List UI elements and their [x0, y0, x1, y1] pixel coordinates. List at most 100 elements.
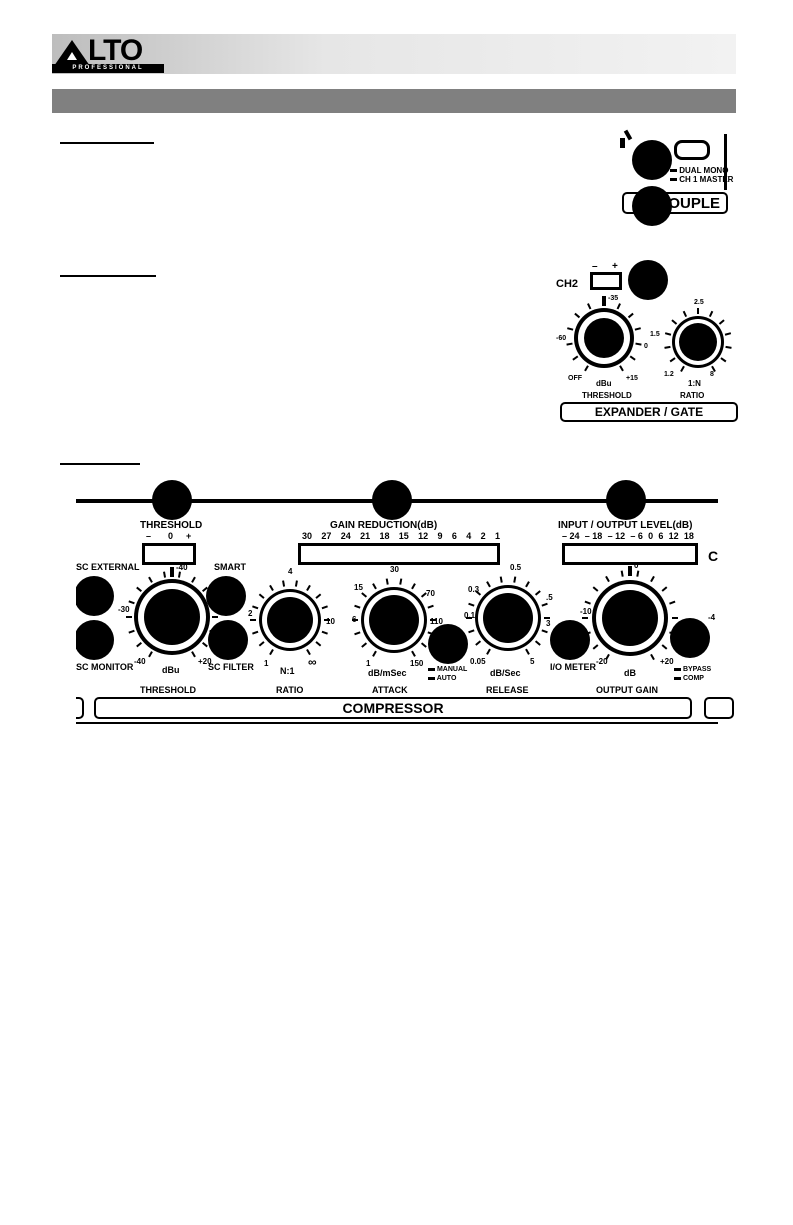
- expander-ratio-tick-label: 1.5: [650, 331, 660, 338]
- gain-reduction-tick: 9: [437, 531, 443, 541]
- alto-logo: LTO PROFESSIONAL: [52, 34, 164, 74]
- comp-marker: [674, 676, 681, 680]
- output-gain-knob-tick: -10: [580, 607, 592, 616]
- couple-label: COUPLE: [657, 195, 720, 212]
- release-knob-tick: .5: [546, 593, 553, 602]
- threshold-knob[interactable]: [126, 567, 218, 658]
- gain-reduction-label: GAIN REDUCTION(dB): [330, 520, 438, 531]
- expander-threshold-unit: dBu: [596, 379, 612, 388]
- attack-knob-tick: 30: [390, 565, 399, 574]
- couple-switch[interactable]: [674, 140, 710, 160]
- output-gain-knob-tick: -20: [596, 657, 608, 666]
- callout-marker: [628, 260, 668, 300]
- sc-external-label: SC EXTERNAL: [76, 562, 140, 572]
- expander-ratio-tick-label: 1.2: [664, 371, 674, 378]
- sc-filter-label: SC FILTER: [208, 662, 254, 672]
- io-meter-label: I/O METER: [550, 662, 597, 672]
- compressor-left-stub: [76, 697, 84, 719]
- couple-divider: [724, 134, 727, 190]
- ch2-label: CH2: [556, 278, 579, 290]
- ch1-master-marker: [670, 178, 677, 182]
- ratio-knob-tick: 10: [326, 617, 335, 626]
- callout-marker: [428, 624, 468, 664]
- gain-reduction-tick: 30: [302, 531, 313, 541]
- gain-reduction-tick: 18: [379, 531, 390, 541]
- bypass-label: BYPASS: [674, 666, 711, 673]
- ratio-knob-tick: ∞: [308, 655, 317, 669]
- io-level-tick: 18: [683, 531, 694, 541]
- gain-reduction-tick: 24: [340, 531, 351, 541]
- threshold-meter-label: THRESHOLD: [140, 520, 203, 531]
- section-bar: [52, 89, 736, 113]
- expander-threshold-tick-label: 0: [644, 343, 648, 350]
- bypass-marker: [674, 667, 681, 671]
- release-knob[interactable]: [466, 576, 550, 655]
- io-level-tick: – 12: [607, 531, 626, 541]
- header-band: [52, 34, 736, 74]
- callout-marker: [76, 576, 114, 616]
- gain-reduction-tick: 1: [494, 531, 500, 541]
- attack-knob-tick: 6: [352, 615, 357, 624]
- release-knob-tick: 3: [546, 619, 551, 628]
- expander-threshold-tick-label: -35: [608, 295, 618, 302]
- io-level-scale: – 24 – 18 – 12 – 6 0 6 12 18: [562, 531, 694, 541]
- release-knob-tick: 0.3: [468, 585, 480, 594]
- expander-threshold-ticks: -35 -60 0 OFF +15 dBu THRESHOLD: [556, 295, 648, 400]
- output-gain-knob-label: OUTPUT GAIN: [596, 685, 658, 695]
- attack-knob-tick: 70: [426, 589, 435, 598]
- expander-threshold-tick-label: +15: [626, 375, 638, 382]
- attack-knob[interactable]: [352, 578, 436, 657]
- output-gain-knob[interactable]: [582, 566, 678, 661]
- manual-label: MANUAL: [428, 666, 467, 673]
- io-level-tick: 6: [658, 531, 664, 541]
- threshold-meter-tick: +: [186, 531, 192, 541]
- gain-reduction-tick: 2: [480, 531, 486, 541]
- expander-gate-label: EXPANDER / GATE: [594, 405, 704, 419]
- threshold-knob-tick: -40: [134, 657, 146, 666]
- io-level-tick: – 18: [584, 531, 603, 541]
- compressor-right-stub: [704, 697, 734, 719]
- gain-reduction-led-box: [298, 543, 500, 565]
- callout-marker: [208, 620, 248, 660]
- threshold-knob-unit: dBu: [162, 665, 180, 675]
- threshold-knob-tick: +20: [198, 657, 212, 666]
- dual-mono-label: DUAL MONO: [670, 166, 728, 175]
- expander-ratio-tick-label: 2.5: [694, 299, 704, 306]
- couple-tick: [623, 129, 633, 141]
- heading-underline-1: [60, 142, 154, 144]
- ratio-knob-label: RATIO: [276, 685, 304, 695]
- logo-subtitle: PROFESSIONAL: [52, 64, 164, 73]
- ratio-knob[interactable]: [250, 580, 330, 656]
- threshold-knob-tick: -30: [118, 605, 130, 614]
- heading-underline-3: [60, 463, 140, 465]
- callout-marker: [632, 186, 672, 226]
- io-level-label: INPUT / OUTPUT LEVEL(dB): [558, 520, 693, 531]
- gain-reduction-tick: 15: [398, 531, 409, 541]
- expander-ratio-label: RATIO: [680, 391, 704, 400]
- smart-label: SMART: [214, 562, 246, 572]
- release-knob-label: RELEASE: [486, 685, 529, 695]
- gain-reduction-tick: 6: [451, 531, 457, 541]
- attack-knob-label: ATTACK: [372, 685, 408, 695]
- ratio-knob-tick: 2: [248, 609, 253, 618]
- threshold-meter-tick: –: [146, 531, 152, 541]
- callout-marker: [206, 576, 246, 616]
- gain-reduction-tick: 12: [418, 531, 429, 541]
- attack-knob-tick: 15: [354, 583, 363, 592]
- gain-reduction-scale: 30 27 24 21 18 15 12 9 6 4 2 1: [302, 531, 500, 541]
- callout-marker: [670, 618, 710, 658]
- expander-ratio-knob: 2.5 1.5 1.2 8 1:N RATIO: [650, 299, 732, 400]
- ratio-knob-unit: N:1: [280, 666, 295, 676]
- couple-panel: DUAL MONO CH 1 MASTER COUPLE: [612, 128, 738, 228]
- release-knob-tick: 0.1: [464, 611, 476, 620]
- release-knob-tick: 5: [530, 657, 535, 666]
- compressor-knobs: -40 -30 -40 +20 dBu: [118, 561, 716, 678]
- ratio-knob-tick: 4: [288, 567, 293, 576]
- threshold-knob-label: THRESHOLD: [140, 685, 196, 695]
- gain-reduction-tick: 4: [466, 531, 472, 541]
- logo-triangle-icon: [54, 40, 90, 66]
- c-label: C: [708, 548, 719, 564]
- expander-threshold-label: THRESHOLD: [582, 391, 632, 400]
- attack-knob-unit: dB/mSec: [368, 668, 407, 678]
- expander-led-box: [590, 272, 622, 290]
